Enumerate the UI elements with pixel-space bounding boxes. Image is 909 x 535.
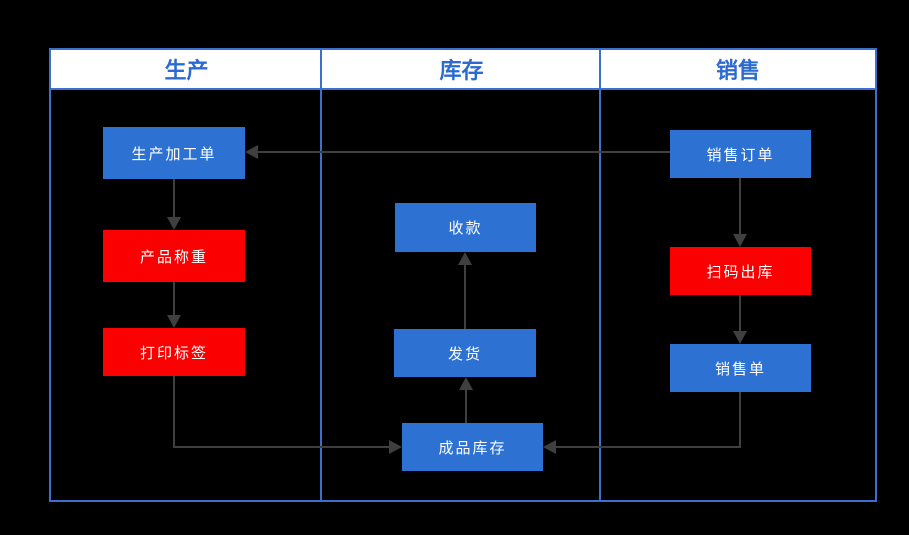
edge-line	[465, 390, 467, 423]
node-production-order: 生产加工单	[103, 127, 245, 179]
arrowhead-down-icon	[733, 234, 747, 247]
lane-header-production: 生产	[164, 59, 209, 84]
arrowhead-down-icon	[733, 331, 747, 344]
lane-divider-1	[320, 50, 322, 500]
node-scan-outbound: 扫码出库	[670, 247, 811, 295]
swimlane-header-row: 生产 库存 销售	[51, 50, 875, 90]
edge-line	[556, 446, 741, 448]
arrowhead-right-icon	[389, 440, 402, 454]
edge-line	[739, 295, 741, 331]
arrowhead-left-icon	[245, 145, 258, 159]
node-ship-goods: 发货	[394, 329, 536, 377]
node-sales-slip: 销售单	[670, 344, 811, 392]
edge-line	[173, 446, 389, 448]
arrowhead-down-icon	[167, 217, 181, 230]
arrowhead-up-icon	[459, 377, 473, 390]
edge-line	[173, 282, 175, 315]
node-print-label: 打印标签	[103, 328, 245, 376]
lane-header-sales: 销售	[715, 59, 760, 84]
edge-line	[257, 151, 670, 153]
node-product-weighing: 产品称重	[103, 230, 245, 282]
edge-line	[173, 179, 175, 217]
swimlane-table: 生产 库存 销售	[49, 48, 877, 502]
node-finished-inventory: 成品库存	[402, 423, 543, 471]
node-receive-payment: 收款	[395, 203, 536, 252]
edge-line	[739, 178, 741, 234]
edge-line	[173, 376, 175, 448]
arrowhead-up-icon	[458, 252, 472, 265]
arrowhead-left-icon	[543, 440, 556, 454]
edge-line	[464, 265, 466, 329]
node-sales-order: 销售订单	[670, 130, 811, 178]
lane-divider-2	[599, 50, 601, 500]
edge-line	[739, 392, 741, 448]
lane-header-inventory: 库存	[439, 59, 484, 84]
arrowhead-down-icon	[167, 315, 181, 328]
